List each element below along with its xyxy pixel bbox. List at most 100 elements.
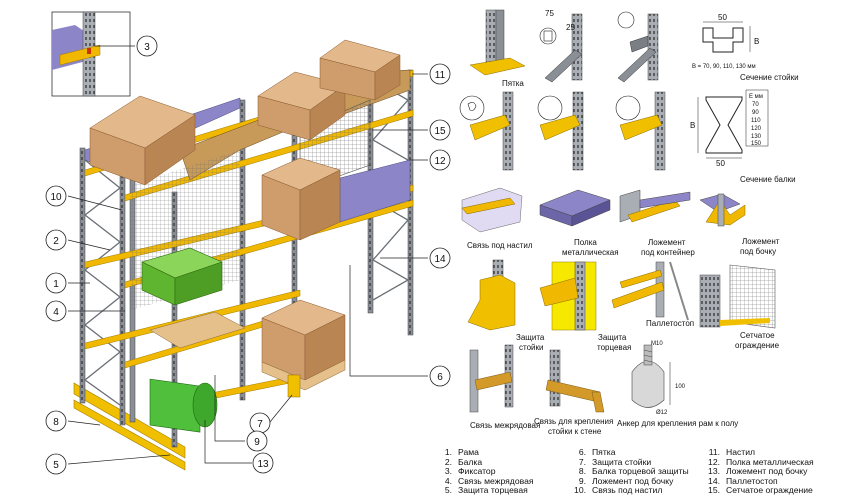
pallet xyxy=(149,311,246,349)
label-barrel-support-1: Ложемент xyxy=(742,237,780,246)
part-metal-shelf: Полка металлическая xyxy=(539,189,619,257)
part-upright-protector: Защита стойки xyxy=(467,259,545,352)
callout-6: 6 xyxy=(437,372,443,383)
legend-item: 13.Ложемент под бочку xyxy=(708,466,808,477)
component-details: Пятка 75 25 50 B B = 70, 90, 110, 130 мм xyxy=(459,9,799,436)
callout-7: 7 xyxy=(257,419,263,430)
part-pallet-stop: Паллетостоп xyxy=(611,261,694,328)
part-container-support: Ложемент под контейнер xyxy=(619,189,695,257)
label-anchor: Анкер для крепления рам к полу xyxy=(617,419,738,428)
callout-9: 9 xyxy=(254,437,260,448)
legend-column-2: 6.Пятка 7.Защита стойки 8.Балка торцевой… xyxy=(572,447,689,496)
label-container-support-2: под контейнер xyxy=(641,248,695,257)
callout-4: 4 xyxy=(53,307,59,318)
part-upright-section: 50 B B = 70, 90, 110, 130 мм Сечение сто… xyxy=(692,13,799,82)
part-pyatka: Пятка xyxy=(469,9,526,88)
callout-1: 1 xyxy=(53,279,59,290)
callout-15: 15 xyxy=(434,126,446,137)
callouts: 3 11 15 12 10 2 1 4 14 6 8 5 7 xyxy=(45,35,451,475)
green-barrel xyxy=(149,378,218,433)
legend-item: 12.Полка металлическая xyxy=(708,456,814,467)
b-formula: B = 70, 90, 110, 130 мм xyxy=(692,64,756,70)
label-metal-shelf-1: Полка xyxy=(574,238,597,247)
legend-item: 6.Пятка xyxy=(578,447,616,457)
part-barrel-support: Ложемент под бочку xyxy=(699,193,780,256)
label-pyatka: Пятка xyxy=(502,79,524,88)
callout-8: 8 xyxy=(53,417,59,428)
part-mesh-guard: Сетчатое ограждение xyxy=(699,264,780,350)
legend-item: 4.Связь межрядовая xyxy=(444,475,534,486)
label-beam-section: Сечение балки xyxy=(740,175,796,184)
dim-75: 75 xyxy=(545,9,554,18)
dim-50-beam: 50 xyxy=(716,159,725,168)
beam-table-row: 120 xyxy=(751,126,762,132)
dim-m10: M10 xyxy=(651,341,663,347)
label-container-support-1: Ложемент xyxy=(648,238,686,247)
green-container xyxy=(141,247,223,306)
end-protection-beam xyxy=(73,399,186,471)
fixator-inset xyxy=(51,11,131,97)
label-upright-protector-2: стойки xyxy=(519,343,543,352)
part-deck-tie: Связь под настил xyxy=(461,187,533,250)
label-wall-tie-1: Связь для крепления xyxy=(534,417,613,426)
beam-table-row: 150 xyxy=(751,141,762,147)
legend-item: 11.Настил xyxy=(708,447,756,457)
dim-d12: Ø12 xyxy=(656,410,668,416)
label-upright-section: Сечение стойки xyxy=(740,73,799,82)
label-metal-shelf-2: металлическая xyxy=(562,248,619,257)
callout-2: 2 xyxy=(53,236,59,247)
legend-item: 9.Ложемент под бочку xyxy=(578,475,674,486)
beam-table-header: Е мм xyxy=(749,94,763,100)
end-protection-beam xyxy=(73,382,186,459)
dim-b-beam: B xyxy=(690,121,695,130)
label-wall-tie-2: стойки к стене xyxy=(548,427,602,436)
beam-table-row: 130 xyxy=(751,134,762,140)
part-anchor: M10 100 Ø12 Анкер для крепления рам к по… xyxy=(617,341,738,428)
dim-100: 100 xyxy=(675,384,686,390)
callout-5: 5 xyxy=(53,460,59,471)
label-barrel-support-2: под бочку xyxy=(740,247,776,256)
legend-item: 7.Защита стойки xyxy=(578,456,652,467)
part-beam-section: B 50 Е мм 70 90 110 120 130 150 Сечение … xyxy=(690,89,796,184)
part-row-spacer: Связь межрядовая xyxy=(469,344,540,430)
legend-item: 2.Балка xyxy=(444,456,483,467)
label-deck-tie: Связь под настил xyxy=(467,241,533,250)
beam-table-row: 110 xyxy=(751,118,761,124)
dim-50: 50 xyxy=(718,13,727,22)
callout-3: 3 xyxy=(144,42,150,53)
callout-14: 14 xyxy=(434,254,446,265)
legend-item: 14.Паллетостоп xyxy=(708,475,778,486)
label-end-protector-2: торцевая xyxy=(597,343,631,352)
legend-item: 10.Связь под настил xyxy=(574,485,663,496)
upright-protector xyxy=(287,374,301,398)
main-rack-illustration: 3 11 15 12 10 2 1 4 14 6 8 5 7 xyxy=(45,11,451,475)
beam-table-row: 90 xyxy=(752,110,759,116)
label-mesh-guard-1: Сетчатое xyxy=(740,331,775,340)
part-end-protector: Защита торцевая xyxy=(539,261,631,352)
legend-column-1: 1.Рама 2.Балка 3.Фиксатор 4.Связь межряд… xyxy=(438,447,534,496)
leader-lines xyxy=(67,45,428,465)
legend-item: 8.Балка торцевой защиты xyxy=(578,466,689,477)
dim-b: B xyxy=(754,37,759,46)
label-end-protector-1: Защита xyxy=(598,333,627,342)
callout-10: 10 xyxy=(50,192,62,203)
left-frame xyxy=(79,147,126,426)
callout-11: 11 xyxy=(435,70,446,81)
legend-item: 15.Сетчатое ограждение xyxy=(708,485,813,496)
dim-25: 25 xyxy=(566,23,575,32)
label-mesh-guard-2: ограждение xyxy=(735,341,780,350)
part-wall-tie: Связь для крепления стойки к стене xyxy=(534,349,613,436)
legend-item: 1.Рама xyxy=(444,447,479,457)
label-pallet-stop: Паллетостоп xyxy=(646,319,694,328)
legend-column-3: 11.Настил 12.Полка металлическая 13.Ложе… xyxy=(706,447,814,496)
beam-table-row: 70 xyxy=(752,102,759,108)
legend-item: 3.Фиксатор xyxy=(444,466,496,477)
legend-item: 5.Защита торцевая xyxy=(444,485,528,496)
callout-13: 13 xyxy=(257,459,269,470)
callout-12: 12 xyxy=(434,156,446,167)
cardboard-boxes xyxy=(89,39,401,381)
pallet xyxy=(261,359,346,391)
label-row-spacer: Связь межрядовая xyxy=(470,421,540,430)
part-beam-connectors xyxy=(459,91,666,171)
